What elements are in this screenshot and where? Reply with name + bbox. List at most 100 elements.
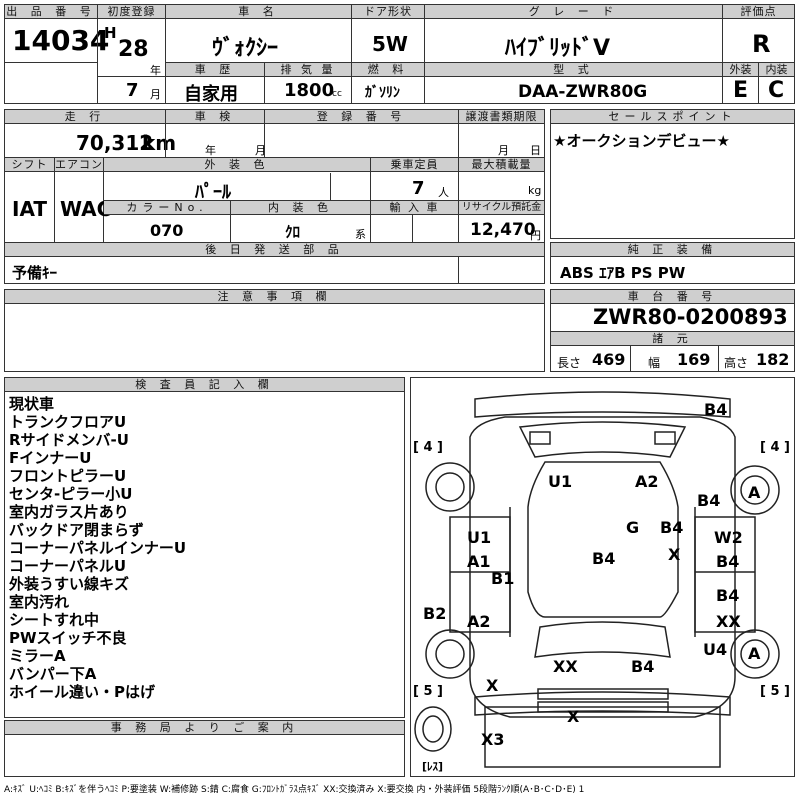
capacity-label: 乗車定員: [371, 158, 458, 172]
ext-color-label: 外 装 色: [104, 158, 370, 172]
office-box: [4, 720, 405, 777]
damage-mark: A1: [467, 552, 491, 571]
sales-point: ★オークションデビュー★: [553, 132, 730, 150]
mileage: 70,312: [76, 131, 154, 155]
interior-grade: C: [768, 78, 785, 103]
inspector-note: シートすれ中: [9, 611, 100, 629]
damage-mark: B4: [716, 586, 740, 605]
damage-mark: U1: [467, 528, 492, 547]
grade-label: グ レ ー ド: [425, 5, 722, 19]
spare-label: [ﾚｽ]: [422, 760, 444, 773]
exterior-label: 外装: [723, 63, 758, 77]
chassis-label: 車 台 番 号: [551, 290, 794, 304]
inspector-note: バンパー下A: [9, 665, 97, 683]
car-name-label: 車 名: [166, 5, 351, 19]
shift-label: シフト: [5, 158, 54, 172]
score: R: [752, 30, 771, 58]
ac: WAC: [60, 197, 112, 221]
damage-mark: B4: [716, 552, 740, 571]
history-label: 車 歴: [166, 63, 264, 77]
inspector-note: 外装うすい線キズ: [9, 575, 130, 593]
damage-mark: X: [567, 707, 580, 726]
capacity: 7: [412, 178, 425, 199]
score-label: 評価点: [723, 5, 794, 19]
year-unit: 年: [150, 64, 161, 77]
exterior-grade: E: [733, 78, 749, 103]
mileage-unit: km: [142, 131, 177, 155]
equipment-value: ABS ｴｱB PS PW: [560, 264, 686, 282]
header-block: [4, 4, 795, 104]
inspector-note: フロントピラーU: [9, 467, 127, 485]
equipment-label: 純 正 装 備: [551, 243, 794, 257]
transfer-label: 譲渡書類期限: [459, 110, 544, 124]
history: 自家用: [184, 84, 238, 105]
inspector-note: FインナーU: [9, 449, 92, 467]
color-no-label: カラーNo.: [104, 201, 230, 215]
caution-box: [4, 289, 545, 372]
door-type: 5W: [372, 32, 408, 56]
car-name: ｳﾞｫｸｼｰ: [212, 36, 279, 61]
color-no: 070: [150, 221, 184, 240]
first-reg-label: 初度登録: [98, 5, 165, 19]
month-unit: 月: [150, 88, 161, 101]
damage-mark: U1: [548, 472, 573, 491]
parts-value: 予備ｷｰ: [12, 264, 58, 282]
shift: IAT: [12, 197, 48, 221]
import-label: 輸 入 車: [371, 201, 458, 215]
door-label: ドア形状: [352, 5, 424, 19]
displacement-label: 排 気 量: [265, 63, 351, 77]
recycle: 12,470: [470, 220, 536, 240]
inspector-note: バックドア閉まらず: [9, 521, 144, 539]
mileage-label: 走 行: [5, 110, 165, 124]
info-block: [4, 109, 545, 284]
damage-mark: B1: [491, 569, 515, 588]
bracket-left-bottom: [ 5 ]: [413, 684, 443, 699]
damage-mark: U4: [703, 640, 728, 659]
damage-mark: X: [486, 676, 499, 695]
bracket-right-bottom: [ 5 ]: [760, 684, 790, 699]
legend: A:ｷｽﾞ U:ﾍｺﾐ B:ｷｽﾞを伴うﾍｺﾐ P:要塗装 W:補修跡 S:錆 …: [4, 785, 585, 795]
reg-year: 28: [118, 37, 149, 62]
fuel: ｶﾞｿﾘﾝ: [365, 85, 400, 101]
inspector-note: Rサイドメンバ-U: [9, 431, 129, 449]
inspector-note: 現状車: [9, 395, 55, 413]
model: DAA-ZWR80G: [518, 82, 648, 102]
damage-mark: B4: [660, 518, 684, 537]
chassis-box: [550, 289, 795, 372]
lot-label: 出 品 番 号: [5, 5, 97, 19]
interior-label: 内装: [759, 63, 794, 77]
sales-label: セールスポイント: [551, 110, 794, 124]
damage-mark: A: [748, 644, 761, 663]
damage-mark: B4: [631, 657, 655, 676]
reg-month: 7: [126, 80, 139, 101]
dims-label: 諸 元: [551, 332, 794, 346]
office-label: 事 務 局 よ り ご 案 内: [5, 721, 404, 735]
model-label: 型 式: [425, 63, 722, 77]
ac-label: エアコン: [55, 158, 103, 172]
inspector-note: トランクフロアU: [9, 413, 127, 431]
lot-number: 14034: [12, 24, 110, 57]
displacement-unit: cc: [332, 89, 342, 99]
inspector-note: コーナーパネルインナーU: [9, 539, 187, 557]
reg-no-label: 登 録 番 号: [265, 110, 458, 124]
parts-label: 後 日 発 送 部 品: [5, 243, 544, 257]
damage-mark: B4: [697, 491, 721, 510]
height: 182: [756, 350, 790, 369]
inspection-label: 車 検: [166, 110, 264, 124]
displacement: 1800: [284, 80, 335, 101]
width: 169: [677, 350, 711, 369]
recycle-label: リサイクル預託金: [459, 201, 544, 215]
damage-mark: XX: [553, 657, 578, 676]
int-color-label: 内 装 色: [231, 201, 370, 215]
ext-color: ﾊﾟｰﾙ: [195, 182, 231, 203]
length: 469: [592, 350, 626, 369]
chassis-number: ZWR80-0200893: [593, 305, 788, 329]
inspector-box: [4, 377, 405, 718]
damage-mark: X: [668, 545, 681, 564]
inspector-note: 室内ガラス片あり: [9, 503, 129, 521]
equipment-box: [550, 242, 795, 284]
inspector-note: ミラーA: [9, 647, 66, 665]
inspector-label: 検 査 員 記 入 欄: [5, 378, 404, 392]
inspector-note: ホイール違い・Pはげ: [9, 683, 155, 701]
inspector-note: PWスイッチ不良: [9, 629, 127, 647]
